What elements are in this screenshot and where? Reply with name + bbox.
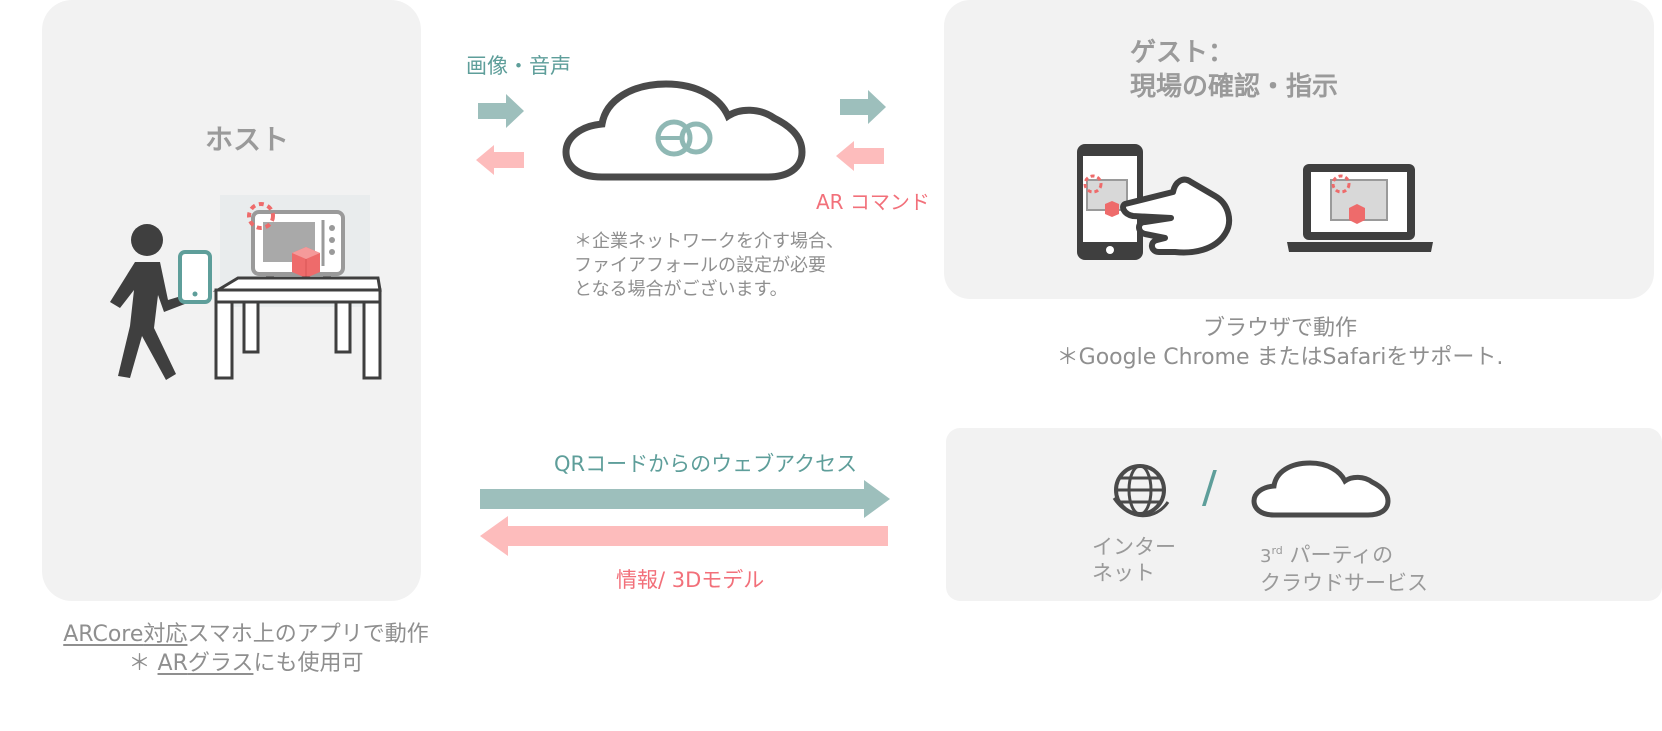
arrow-left-info <box>480 516 888 556</box>
guest-title-line1: ゲスト： <box>1130 38 1235 68</box>
third-party-num: 3 <box>1260 546 1272 567</box>
arrow-right-teal-right <box>840 90 886 124</box>
third-party-line2: クラウドサービス <box>1260 571 1428 595</box>
network-note: ＊企業ネットワークを介す場合、 ファイアフォールの設定が必要 となる場合がござい… <box>574 230 844 302</box>
host-caption-taiou: 対応 <box>143 622 188 647</box>
host-caption: ARCore対応スマホ上のアプリで動作 ＊ ARグラスにも使用可 <box>40 620 452 678</box>
third-party-cloud-icon <box>1251 460 1391 518</box>
info-3d-label: 情報/ 3Dモデル <box>616 568 765 592</box>
host-caption2-ar: AR <box>157 651 188 676</box>
cloud-server-icon <box>562 80 806 181</box>
guest-caption-line1: ブラウザで動作 <box>1202 316 1357 341</box>
third-party-sup: rd <box>1271 544 1283 557</box>
network-note-line3: となる場合がございます。 <box>574 279 788 300</box>
network-note-line2: ファイアフォールの設定が必要 <box>574 255 826 276</box>
qr-access-label: QRコードからのウェブアクセス <box>554 452 858 476</box>
host-caption2-glass: グラス <box>187 651 254 676</box>
internet-label: インター ネット <box>1092 534 1176 586</box>
host-caption-arcore: ARCore <box>63 622 144 647</box>
third-party-line1: パーティの <box>1282 543 1394 567</box>
host-illustration <box>110 195 382 380</box>
host-title: ホスト <box>205 123 290 156</box>
guest-caption-line2: ＊Google Chrome またはSafariをサポート. <box>1056 345 1504 370</box>
host-caption-rest: スマホ上のアプリで動作 <box>187 622 429 647</box>
upstream-label: 画像・音声 <box>466 54 571 78</box>
arrow-right-qr-access <box>480 480 890 518</box>
service-separator: / <box>1202 462 1217 513</box>
globe-icon <box>1112 464 1170 518</box>
host-caption2-prefix: ＊ <box>128 651 158 676</box>
ar-command-label: AR コマンド <box>816 190 930 214</box>
network-note-line1: ＊企業ネットワークを介す場合、 <box>574 231 844 252</box>
arrow-left-pink-left <box>476 145 524 175</box>
host-caption2-rest: にも使用可 <box>253 651 364 676</box>
guest-title-line2: 現場の確認・指示 <box>1130 72 1339 102</box>
internet-label-line1: インター <box>1092 535 1176 559</box>
smartphone-touch-icon <box>1077 144 1233 260</box>
guest-caption: ブラウザで動作 ＊Google Chrome またはSafariをサポート. <box>1040 314 1520 372</box>
third-party-label: 3rd パーティの クラウドサービス <box>1260 538 1428 596</box>
arrow-right-teal-left <box>478 94 524 128</box>
laptop-icon <box>1287 164 1433 252</box>
guest-title: ゲスト： 現場の確認・指示 <box>1130 36 1338 104</box>
internet-label-line2: ネット <box>1092 561 1155 585</box>
arrow-left-pink-right <box>836 141 884 171</box>
